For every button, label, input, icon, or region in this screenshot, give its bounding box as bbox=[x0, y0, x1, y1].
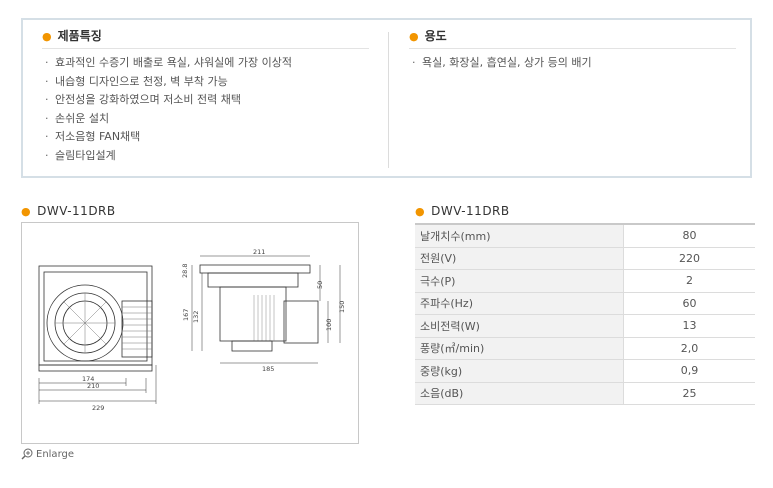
spec-value: 2 bbox=[623, 269, 755, 293]
features-title: 제품특징 bbox=[57, 29, 102, 43]
spec-label: 소비전력(W) bbox=[415, 314, 624, 338]
table-row: 극수(P)2 bbox=[415, 269, 755, 293]
zoom-in-icon bbox=[21, 448, 33, 460]
bullet-icon: ● bbox=[415, 205, 426, 218]
spec-value: 80 bbox=[623, 223, 755, 248]
dim-label-28-8: 28.8 bbox=[181, 264, 189, 278]
features-heading: ● 제품특징 bbox=[42, 27, 102, 46]
list-item: ·슬림타입설계 bbox=[45, 147, 292, 166]
dot-icon: · bbox=[45, 130, 49, 144]
list-item: ·효과적인 수증기 배출로 욕실, 샤워실에 가장 이상적 bbox=[45, 54, 292, 73]
enlarge-link[interactable]: Enlarge bbox=[21, 448, 74, 460]
table-row: 중량(kg)0,9 bbox=[415, 359, 755, 383]
spec-value: 13 bbox=[623, 314, 755, 338]
dimension-drawing: 174 210 229 211 28.8 50 167 132 100 150 … bbox=[38, 248, 346, 412]
spec-model-title: ●DWV-11DRB bbox=[415, 204, 510, 218]
dim-label-211: 211 bbox=[253, 248, 265, 256]
front-view bbox=[38, 265, 157, 404]
product-drawing[interactable]: 174 210 229 211 28.8 50 167 132 100 150 … bbox=[21, 222, 359, 444]
dim-label-167: 167 bbox=[182, 309, 190, 321]
drawing-model-title: ●DWV-11DRB bbox=[21, 204, 116, 218]
spec-value: 2,0 bbox=[623, 337, 755, 360]
column-divider bbox=[388, 32, 389, 168]
dot-icon: · bbox=[45, 74, 49, 88]
spec-table: 날개치수(mm)80 전원(V)220 극수(P)2 주파수(Hz)60 소비전… bbox=[415, 223, 755, 405]
list-item: ·욕실, 화장실, 흡연실, 상가 등의 배기 bbox=[412, 54, 592, 73]
spec-value: 60 bbox=[623, 292, 755, 315]
side-view bbox=[191, 255, 341, 364]
dot-icon: · bbox=[45, 93, 49, 107]
spec-value: 220 bbox=[623, 247, 755, 270]
dim-label-150: 150 bbox=[338, 301, 346, 313]
features-box: ● 제품특징 ·효과적인 수증기 배출로 욕실, 샤워실에 가장 이상적 ·내습형… bbox=[21, 18, 752, 178]
list-item: ·저소음형 FAN채택 bbox=[45, 128, 292, 147]
features-divider bbox=[42, 48, 369, 49]
spec-value: 25 bbox=[623, 382, 755, 405]
table-row: 날개치수(mm)80 bbox=[415, 223, 755, 248]
table-row: 소비전력(W)13 bbox=[415, 314, 755, 338]
spec-label: 중량(kg) bbox=[415, 359, 624, 383]
table-row: 주파수(Hz)60 bbox=[415, 292, 755, 315]
enlarge-label: Enlarge bbox=[36, 449, 74, 460]
bullet-icon: ● bbox=[21, 205, 32, 218]
dot-icon: · bbox=[412, 56, 416, 69]
table-row: 풍량(㎥/min)2,0 bbox=[415, 337, 755, 360]
features-list: ·효과적인 수증기 배출로 욕실, 샤워실에 가장 이상적 ·내습형 디자인으로… bbox=[45, 54, 292, 166]
table-row: 전원(V)220 bbox=[415, 247, 755, 270]
dim-label-50: 50 bbox=[316, 281, 324, 289]
dim-label-185: 185 bbox=[262, 365, 274, 373]
bullet-icon: ● bbox=[42, 30, 52, 43]
dot-icon: · bbox=[45, 148, 49, 162]
spec-label: 극수(P) bbox=[415, 269, 624, 293]
bullet-icon: ● bbox=[409, 30, 419, 43]
dim-label-210: 210 bbox=[87, 382, 99, 390]
dot-icon: · bbox=[45, 56, 49, 69]
usage-list: ·욕실, 화장실, 흡연실, 상가 등의 배기 bbox=[412, 54, 592, 73]
spec-label: 소음(dB) bbox=[415, 382, 624, 405]
dim-label-229: 229 bbox=[92, 404, 104, 412]
spec-label: 주파수(Hz) bbox=[415, 292, 624, 315]
spec-label: 날개치수(mm) bbox=[415, 223, 624, 248]
spec-label: 풍량(㎥/min) bbox=[415, 337, 624, 360]
usage-divider bbox=[409, 48, 736, 49]
dot-icon: · bbox=[45, 111, 49, 125]
usage-title: 용도 bbox=[424, 29, 447, 43]
list-item: ·안전성을 강화하였으며 저소비 전력 채택 bbox=[45, 91, 292, 110]
dim-label-132: 132 bbox=[192, 311, 200, 323]
dim-label-174: 174 bbox=[82, 375, 94, 383]
list-item: ·내습형 디자인으로 천정, 벽 부착 가능 bbox=[45, 73, 292, 92]
dim-label-100: 100 bbox=[325, 319, 333, 331]
table-row: 소음(dB)25 bbox=[415, 382, 755, 405]
list-item: ·손쉬운 설치 bbox=[45, 110, 292, 129]
spec-label: 전원(V) bbox=[415, 247, 624, 270]
usage-heading: ● 용도 bbox=[409, 27, 447, 46]
spec-value: 0,9 bbox=[623, 359, 755, 383]
